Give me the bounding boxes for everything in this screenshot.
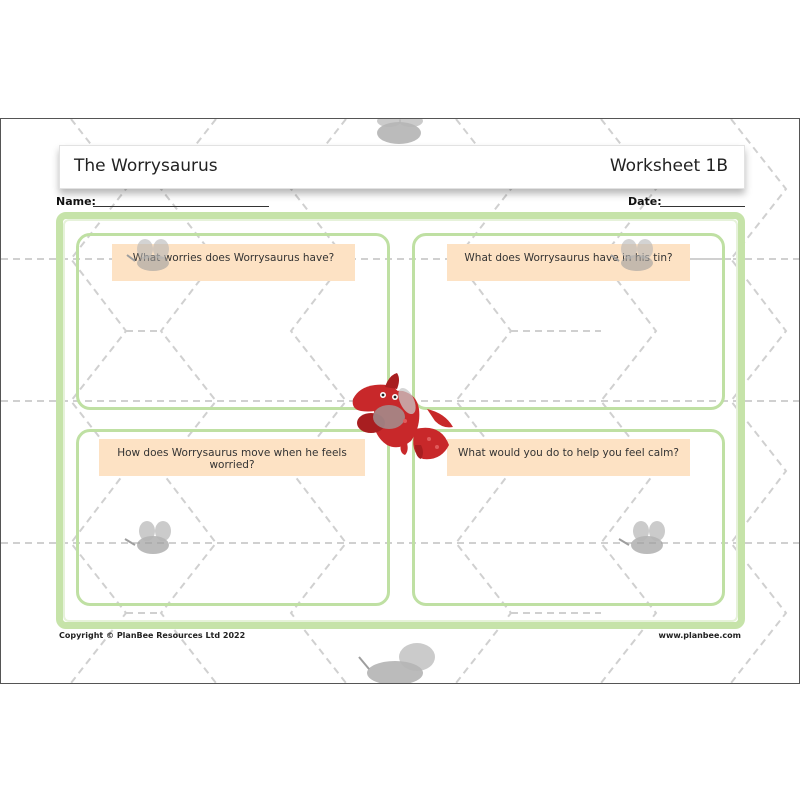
fly-icon — [610, 239, 653, 271]
dinosaur-illustration — [352, 373, 453, 460]
worksheet-title: The Worrysaurus — [74, 156, 218, 176]
website-link[interactable]: www.planbee.com — [658, 631, 741, 640]
fly-icon — [377, 119, 423, 144]
title-bar: The Worrysaurus Worksheet 1B — [59, 145, 745, 189]
worksheet-number: Worksheet 1B — [609, 156, 728, 176]
worksheet-page: The Worrysaurus Worksheet 1B Name: Date:… — [0, 118, 800, 684]
fly-icon — [618, 521, 665, 554]
answer-panel-top-right[interactable] — [412, 233, 725, 410]
name-field[interactable] — [93, 206, 269, 207]
answer-panel-top-left[interactable] — [76, 233, 390, 410]
date-field[interactable] — [660, 206, 745, 207]
date-label: Date: — [628, 195, 662, 208]
copyright-notice: Copyright © PlanBee Resources Ltd 2022 — [59, 631, 246, 640]
question-3: How does Worrysaurus move when he feels … — [99, 439, 365, 476]
fly-icon — [126, 239, 169, 271]
question-4: What would you do to help you feel calm? — [447, 439, 690, 476]
activity-frame — [56, 212, 745, 629]
name-label: Name: — [56, 195, 96, 208]
answer-panel-bottom-right[interactable] — [412, 429, 725, 606]
answer-panel-bottom-left[interactable] — [76, 429, 390, 606]
activity-frame-inner — [63, 219, 738, 622]
fly-icon — [358, 643, 435, 683]
fly-icon — [124, 521, 171, 554]
